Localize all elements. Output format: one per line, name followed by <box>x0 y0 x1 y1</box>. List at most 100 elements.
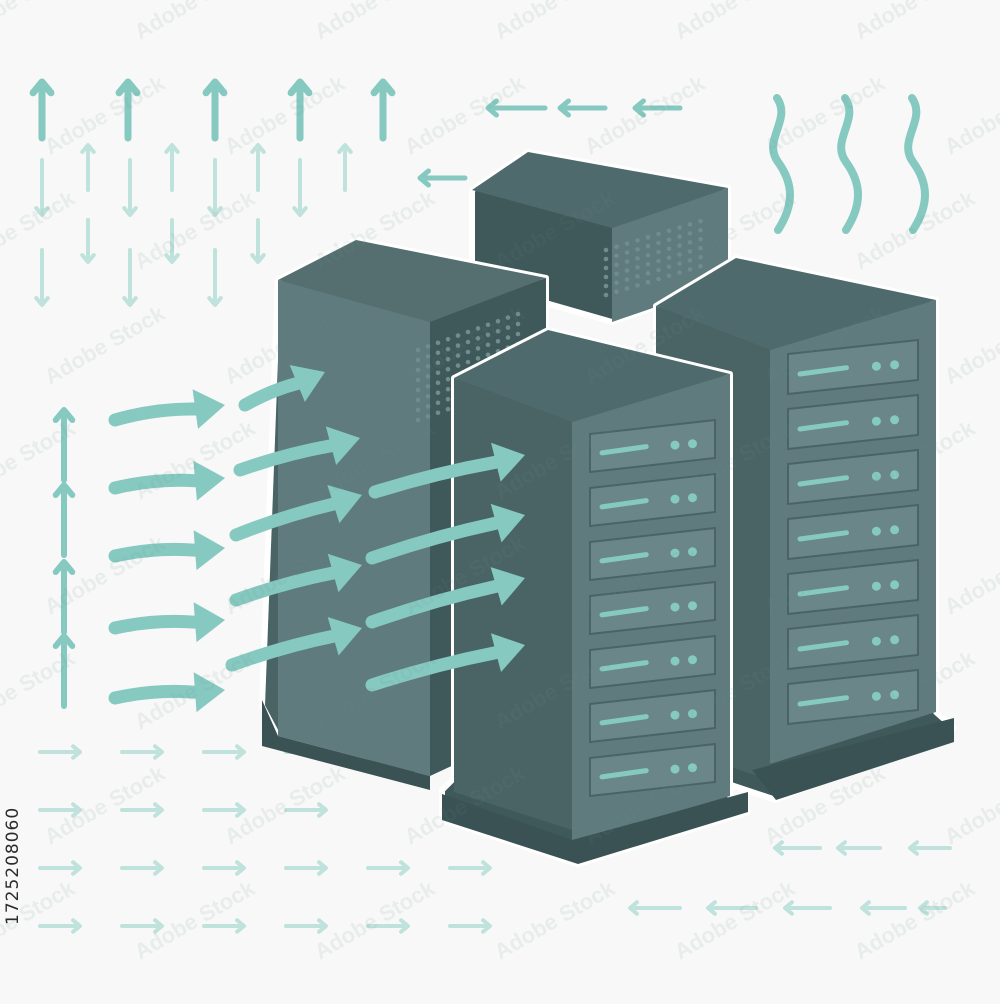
vent-dot <box>603 274 609 280</box>
vent-dot <box>445 346 451 352</box>
status-light <box>871 471 881 481</box>
vent-dot <box>435 340 441 346</box>
arrow-icon <box>632 98 683 118</box>
vent-dot <box>435 370 441 376</box>
arrow-icon <box>250 218 266 264</box>
vent-dot <box>687 249 693 254</box>
vent-dot <box>435 380 441 386</box>
vent-dot <box>698 263 703 269</box>
vent-dot <box>624 241 630 246</box>
vent-dot <box>415 397 421 403</box>
arrow-icon <box>284 802 328 818</box>
vent-dot <box>515 321 521 327</box>
vent-dot <box>666 264 672 270</box>
arrow-icon <box>115 78 141 142</box>
drive-panels <box>589 418 716 798</box>
vent-dot <box>435 390 441 396</box>
airflow-arrow-icon <box>238 364 325 412</box>
arrow-icon <box>52 559 76 635</box>
arrow-icon <box>164 218 180 264</box>
vent-dot <box>645 261 651 267</box>
drive-bay <box>589 526 716 582</box>
vent-dot <box>435 400 441 406</box>
drive-bay <box>589 418 716 474</box>
vent-dot <box>465 359 471 365</box>
vent-dot <box>614 253 619 259</box>
vent-dot <box>415 377 421 383</box>
vent-dot <box>425 414 431 419</box>
airflow-arrow-icon <box>229 485 362 542</box>
arrow-icon <box>366 860 410 876</box>
airflow-arrow-icon <box>365 503 525 565</box>
watermark-text: Adobe Stock <box>400 70 530 159</box>
heat-wave-icon <box>904 94 929 234</box>
status-bar <box>797 475 849 487</box>
status-light <box>871 416 881 426</box>
watermark-text: Adobe Stock <box>850 185 980 274</box>
vent-dot <box>475 356 481 361</box>
arrow-icon <box>207 248 223 307</box>
vent-dot <box>624 259 630 264</box>
status-light <box>670 710 680 720</box>
arrow-icon <box>202 744 246 760</box>
vent-dot <box>415 357 421 363</box>
arrow-icon <box>836 840 882 856</box>
vent-dot <box>614 289 619 295</box>
vent-dot <box>495 328 501 334</box>
vent-dot <box>495 318 501 324</box>
server-rack-back <box>469 149 731 325</box>
heat-wave-icon <box>769 94 794 234</box>
arrow-icon <box>448 918 492 934</box>
vent-dot <box>445 386 451 392</box>
arrow-icon <box>773 840 822 856</box>
arrow-icon <box>38 918 82 934</box>
status-light <box>688 547 697 557</box>
arrow-icon <box>287 78 313 142</box>
arrow-icon <box>52 633 76 709</box>
watermark-text: Adobe Stock <box>130 0 260 44</box>
arrow-icon <box>292 158 308 217</box>
vent-dot <box>698 218 703 224</box>
drive-bay <box>787 558 919 616</box>
drive-bay <box>589 472 716 528</box>
status-light <box>871 361 881 371</box>
vent-dot <box>603 283 609 289</box>
status-bar <box>797 420 849 432</box>
vent-dot <box>656 240 661 246</box>
vent-dot <box>656 249 661 255</box>
vent-dot <box>425 374 431 379</box>
vent-dot <box>656 267 661 273</box>
drive-bay <box>787 338 919 396</box>
arrow-icon <box>120 918 164 934</box>
vent-dot <box>603 247 609 253</box>
arrow-icon <box>52 482 76 558</box>
vent-dot <box>485 332 491 338</box>
vent-dot <box>465 349 471 355</box>
status-light <box>670 656 680 666</box>
vent-dot <box>465 339 471 345</box>
status-bar <box>797 695 849 707</box>
vent-dot <box>624 286 630 291</box>
vent-dot <box>677 234 682 239</box>
vent-dot <box>445 376 451 382</box>
vent-dot <box>666 273 672 279</box>
arrow-icon <box>783 900 832 916</box>
watermark-text: Adobe Stock <box>40 70 170 159</box>
vent-dot <box>505 315 511 320</box>
arrow-icon <box>120 860 164 876</box>
arrow-icon <box>250 143 266 192</box>
vent-dot <box>475 346 481 351</box>
vent-dot <box>614 280 619 286</box>
arrow-icon <box>38 860 82 876</box>
status-light <box>871 581 881 591</box>
drive-bay <box>787 503 919 561</box>
vent-dot <box>475 336 481 341</box>
arrow-icon <box>80 143 96 192</box>
arrow-icon <box>207 158 223 217</box>
arrow-icon <box>164 143 180 192</box>
arrow-icon <box>202 78 228 142</box>
vent-dot <box>687 240 693 245</box>
arrow-icon <box>706 900 758 916</box>
airflow-arrow-icon <box>108 530 225 571</box>
